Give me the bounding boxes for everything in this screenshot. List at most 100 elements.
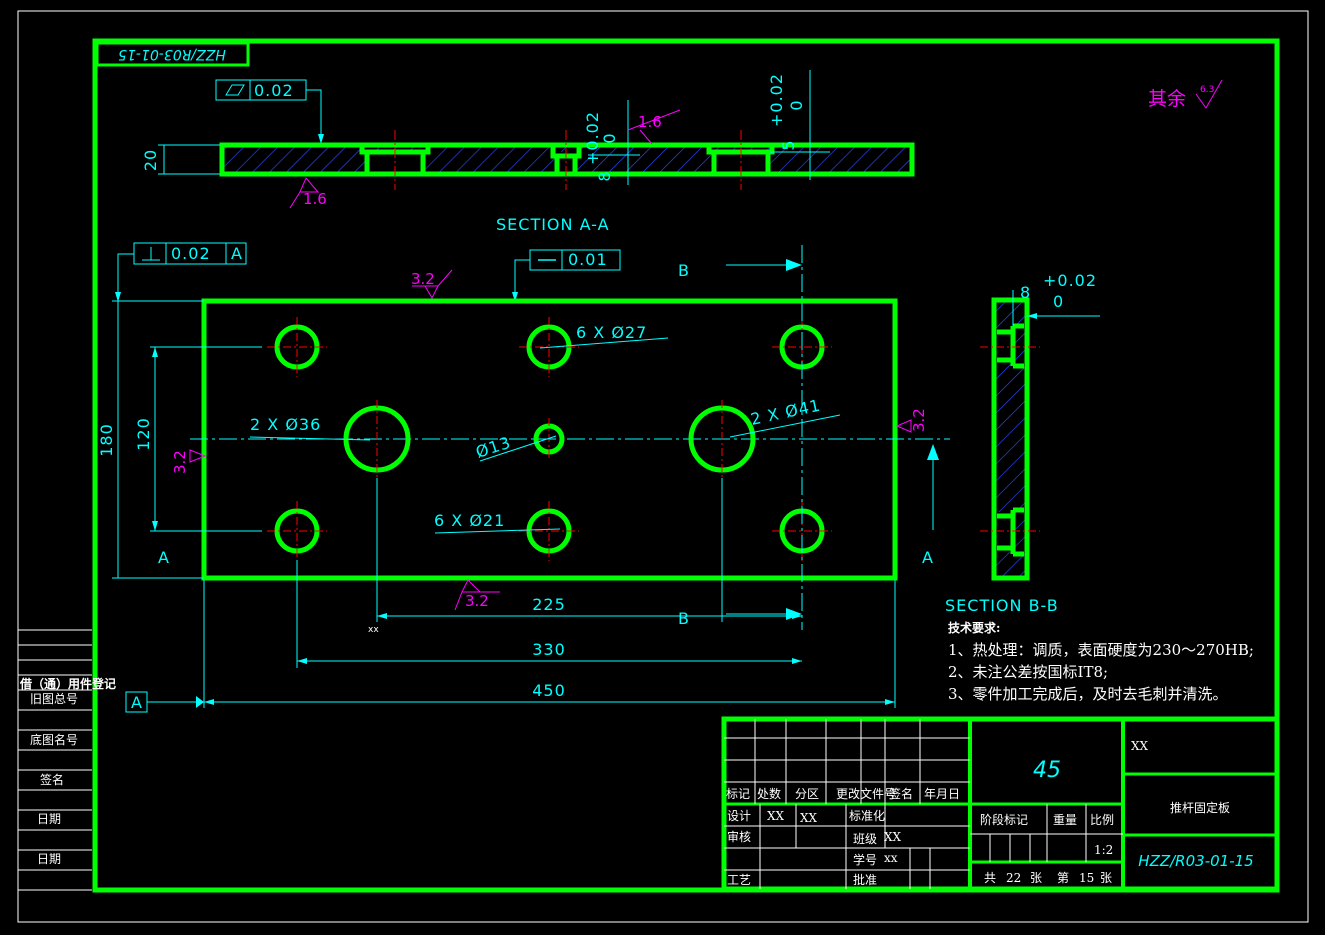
section-aa-outline <box>219 142 915 177</box>
label-holes-41: 2 X Ø41 <box>749 396 823 429</box>
section-arrow-b-top <box>786 259 802 271</box>
roughness-rest-value: 6.3 <box>1200 85 1214 95</box>
outer-border <box>17 10 1309 923</box>
section-bb-detail-2 <box>997 507 1024 557</box>
scale-label: 比例 <box>1090 813 1114 827</box>
label-holes-27: 6 X Ø27 <box>576 323 647 342</box>
left-strip: 借（通）用件登记 旧图总号 底图名号 签名 日期 日期 <box>18 629 116 891</box>
straightness-value: 0.01 <box>568 250 608 269</box>
sheet-no: 15 <box>1079 871 1094 885</box>
flatness-leader <box>306 89 322 138</box>
straightness-leader <box>514 259 530 296</box>
header-zone: 分区 <box>795 787 819 801</box>
xx-mark: xx <box>368 625 379 635</box>
class-label: 班级 <box>853 832 877 846</box>
inner-frame <box>92 38 1280 893</box>
header-date: 年月日 <box>924 787 960 801</box>
perp-arrow <box>115 292 121 302</box>
sheets-unit: 张 <box>1030 871 1042 885</box>
code-top-text: HZZ/R03-01-15 <box>118 46 226 62</box>
sheet-no-pre: 第 <box>1057 871 1069 885</box>
plan-roughness-top: 3.2 <box>411 270 435 288</box>
revision-grid <box>724 719 970 889</box>
approve-label: 批准 <box>853 872 877 887</box>
aa-roughness-bottom-symbol <box>289 177 320 209</box>
left-strip-lines <box>18 629 92 891</box>
section-bb-tol-lower: 0 <box>1053 292 1064 311</box>
perp-icon <box>142 247 160 261</box>
section-bb-tol-upper: +0.02 <box>1043 271 1097 290</box>
dim-450-arrow-right <box>885 699 895 705</box>
dim-450-text: 450 <box>532 681 566 700</box>
leader-holes-27 <box>539 337 669 349</box>
aa-roughness-top-symbol <box>627 109 681 145</box>
dim-120-text: 120 <box>134 417 153 451</box>
dim-225-text: 225 <box>532 595 566 614</box>
review-label: 审核 <box>727 829 751 844</box>
stage-label: 阶段标记 <box>980 812 1028 827</box>
section-mark-a-right: A <box>922 548 934 567</box>
dim-20-text: 20 <box>141 149 160 171</box>
leader-holes-21 <box>434 528 561 534</box>
plan-roughness-right: 3.2 <box>910 408 928 432</box>
student-label: 学号 <box>853 852 877 867</box>
aa-roughness-bottom: 1.6 <box>303 190 327 208</box>
section-bb-dim-depth: 8 <box>1020 283 1031 302</box>
plan-roughness-bottom-symbol <box>454 579 500 611</box>
left-strip-4: 签名 <box>40 772 64 787</box>
header-count: 处数 <box>757 786 781 801</box>
section-mark-b-bottom: B <box>678 609 690 628</box>
aa-tol2-dim: 5 <box>779 139 798 150</box>
sheet-no-unit: 张 <box>1100 871 1112 885</box>
perp-datum: A <box>231 244 243 263</box>
section-aa: 0.02 20 +0.02 0 8 +0.02 0 5 1.6 1.6 SECT… <box>141 70 915 234</box>
perp-value: 0.02 <box>171 244 211 263</box>
label-holes-36: 2 X Ø36 <box>250 415 321 434</box>
left-strip-1: 借（通）用件登记 <box>19 676 116 691</box>
header-sign: 签名 <box>889 786 913 801</box>
aa-tol-upper: +0.02 <box>583 111 602 165</box>
dim-330-text: 330 <box>532 640 566 659</box>
leader-hole-13 <box>479 435 557 462</box>
section-bb: 8 +0.02 0 SECTION B-B <box>945 271 1100 615</box>
section-bb-cutout-2 <box>996 512 1012 552</box>
section-arrow-a-right <box>927 444 939 460</box>
section-bb-dim-arrow <box>1027 313 1037 319</box>
title-block: 标记 处数 分区 更改文件号 签名 年月日 设计 XX XX 标准化 审核 班级… <box>721 716 1280 892</box>
tech-heading: 技术要求: <box>948 620 1000 635</box>
sheets-total-pre: 共 <box>984 871 996 885</box>
company-value: XX <box>1131 739 1149 753</box>
left-strip-3: 底图名号 <box>30 732 78 747</box>
code-box-top <box>95 41 250 67</box>
weight-label: 重量 <box>1053 813 1077 827</box>
plan-view: 0.02 A 0.01 3.2 <box>97 242 950 713</box>
class-value: XX <box>884 830 902 844</box>
dim-225-arrow-right <box>792 613 802 619</box>
design-label: 设计 <box>727 809 751 823</box>
tech-requirements: 技术要求: 1、热处理：调质，表面硬度为230～270HB; 2、未注公差按国标… <box>948 620 1254 703</box>
header-change-doc: 更改文件号 <box>836 786 896 801</box>
design-value-2: XX <box>800 811 818 825</box>
left-strip-5: 日期 <box>37 812 61 826</box>
section-bb-detail-1 <box>997 323 1024 369</box>
dim-225-arrow-left <box>377 613 387 619</box>
flatness-value: 0.02 <box>254 81 294 100</box>
roughness-rest-label: 其余 <box>1148 88 1186 110</box>
datum-a-triangle <box>196 696 204 708</box>
holes-bottom-row <box>267 501 832 561</box>
student-value: xx <box>884 851 898 865</box>
plan-roughness-bottom: 3.2 <box>465 592 489 610</box>
design-value: XX <box>767 809 785 823</box>
tech-item-1: 1、热处理：调质，表面硬度为230～270HB; <box>948 641 1254 659</box>
straightness-arrow <box>512 292 518 302</box>
aa-tol-lower: 0 <box>600 132 619 143</box>
dim-120-arrow-bottom <box>152 521 158 531</box>
large-hole-crosshairs <box>376 400 723 478</box>
flatness-arrow <box>318 134 324 144</box>
section-mark-b-top: B <box>678 261 690 280</box>
section-bb-title: SECTION B-B <box>945 596 1059 615</box>
standard-label: 标准化 <box>849 809 885 823</box>
dim-330-arrow-right <box>792 658 802 664</box>
leader-holes-36 <box>249 436 371 441</box>
